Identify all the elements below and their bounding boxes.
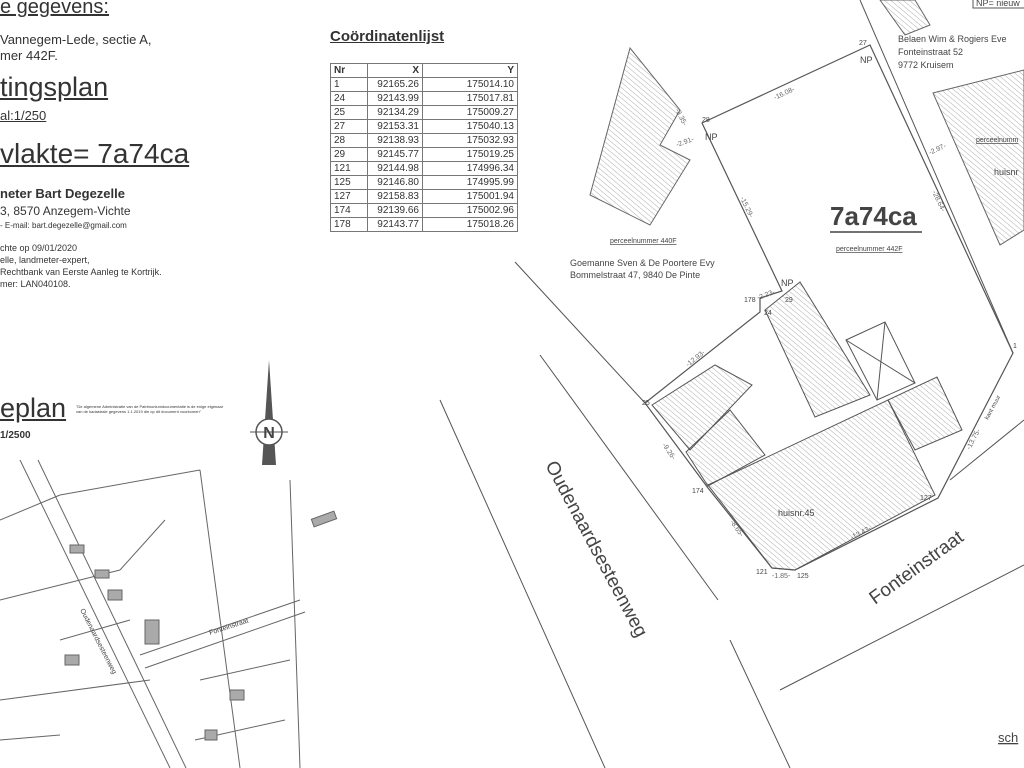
np-marker-28: NP [705,132,718,142]
road-edge [949,419,1024,481]
y-value: 175018.26 [422,217,518,232]
point-27: 27 [859,40,867,47]
coordinates-title: Coördinatenlijst [330,28,445,45]
map-street-oudenaardsesteenweg: Oudenaardsesteenweg [78,608,117,676]
parcel-boundary [644,44,1014,571]
np-marker-29: NP [781,278,794,288]
road-edge [539,354,719,601]
sign-line3: Rechtbank van Eerste Aanleg te Kortrijk. [0,267,162,277]
surveyor-email: - E-mail: bart.degezelle@gmail.com [0,221,127,230]
building [764,281,871,418]
building [887,376,963,451]
dimension: -2.23- [756,289,776,302]
table-header-row: Nr X Y [330,63,518,78]
owner-west-name: Goemanne Sven & De Poortere Evy [570,258,715,268]
road-edge [439,399,606,768]
boundary-line [859,0,1014,354]
parcel-east-label: perceelnumm [976,137,1019,144]
legend-np: NP= nieuw [976,0,1020,8]
north-arrow-icon: N [250,360,288,465]
plan-scale: al:1/250 [0,108,47,123]
neighbour-building-west [589,46,691,226]
street-fonteinstraat: Fonteinstraat [866,526,969,609]
parcel-main-label: perceelnummer 442F [836,246,903,253]
location-map [0,459,338,768]
location-plan-title: eplan [0,393,67,423]
road-edge [729,639,791,768]
point-121: 121 [756,569,768,576]
point-25: 25 [642,400,650,407]
point-24: 24 [764,310,772,317]
sign-line1: chte op 09/01/2020 [0,243,78,253]
neighbour-building-north [879,0,931,36]
dimension: -1.85- [772,573,791,580]
dimension: -2.97- [928,142,948,156]
info-heading: e gegevens: [0,0,109,18]
point-29: 29 [785,297,793,304]
point-174: 174 [692,488,704,495]
wall-label: kant muur [984,395,1002,421]
building [685,409,766,487]
dimension: -2.91- [675,136,695,149]
surveyor-name: neter Bart Degezelle [0,186,125,201]
point-178: 178 [744,297,756,304]
sign-line4: mer: LAN040108. [0,279,71,289]
owner-east-city: 9772 Kruisem [898,60,954,70]
sign-line2: elle, landmeter-expert, [0,255,90,265]
area-title: vlakte= 7a74ca [0,138,190,169]
owner-west-address: Bommelstraat 47, 9840 De Pinte [570,270,700,280]
main-house [707,399,936,571]
point-28: 28 [702,117,710,124]
point-127: 127 [920,495,932,502]
owner-east-name: Belaen Wim & Rogiers Eve [898,34,1007,44]
compass-label: N [263,425,275,442]
dimension: -9.26- [660,442,677,462]
neighbour-building-east [932,69,1024,246]
house-number-east: huisnr [994,167,1019,177]
parcel-area: 7a74ca [830,201,917,231]
parcel-west-label: perceelnummer 440F [610,238,677,245]
dimension: -12.93- [685,349,707,369]
boundary-line [514,261,646,404]
np-marker-27: NP [860,55,873,65]
cadastre-note: "De algemene Administratie van de Patrim… [76,404,224,414]
point-125: 125 [797,573,809,580]
building [651,364,753,451]
road-edge [779,564,1024,691]
location-line2: mer 442F. [0,48,58,63]
plan-title: tingsplan [0,72,109,102]
point-1: 1 [1013,343,1017,350]
house-number: huisnr.45 [778,508,815,518]
location-line1: Vannegem-Lede, sectie A, [0,32,152,47]
corner-text: sch [998,730,1018,745]
owner-east-street: Fonteinstraat 52 [898,47,963,57]
surveyor-address: 3, 8570 Anzegem-Vichte [0,204,131,218]
location-plan-scale: 1/2500 [0,430,31,441]
